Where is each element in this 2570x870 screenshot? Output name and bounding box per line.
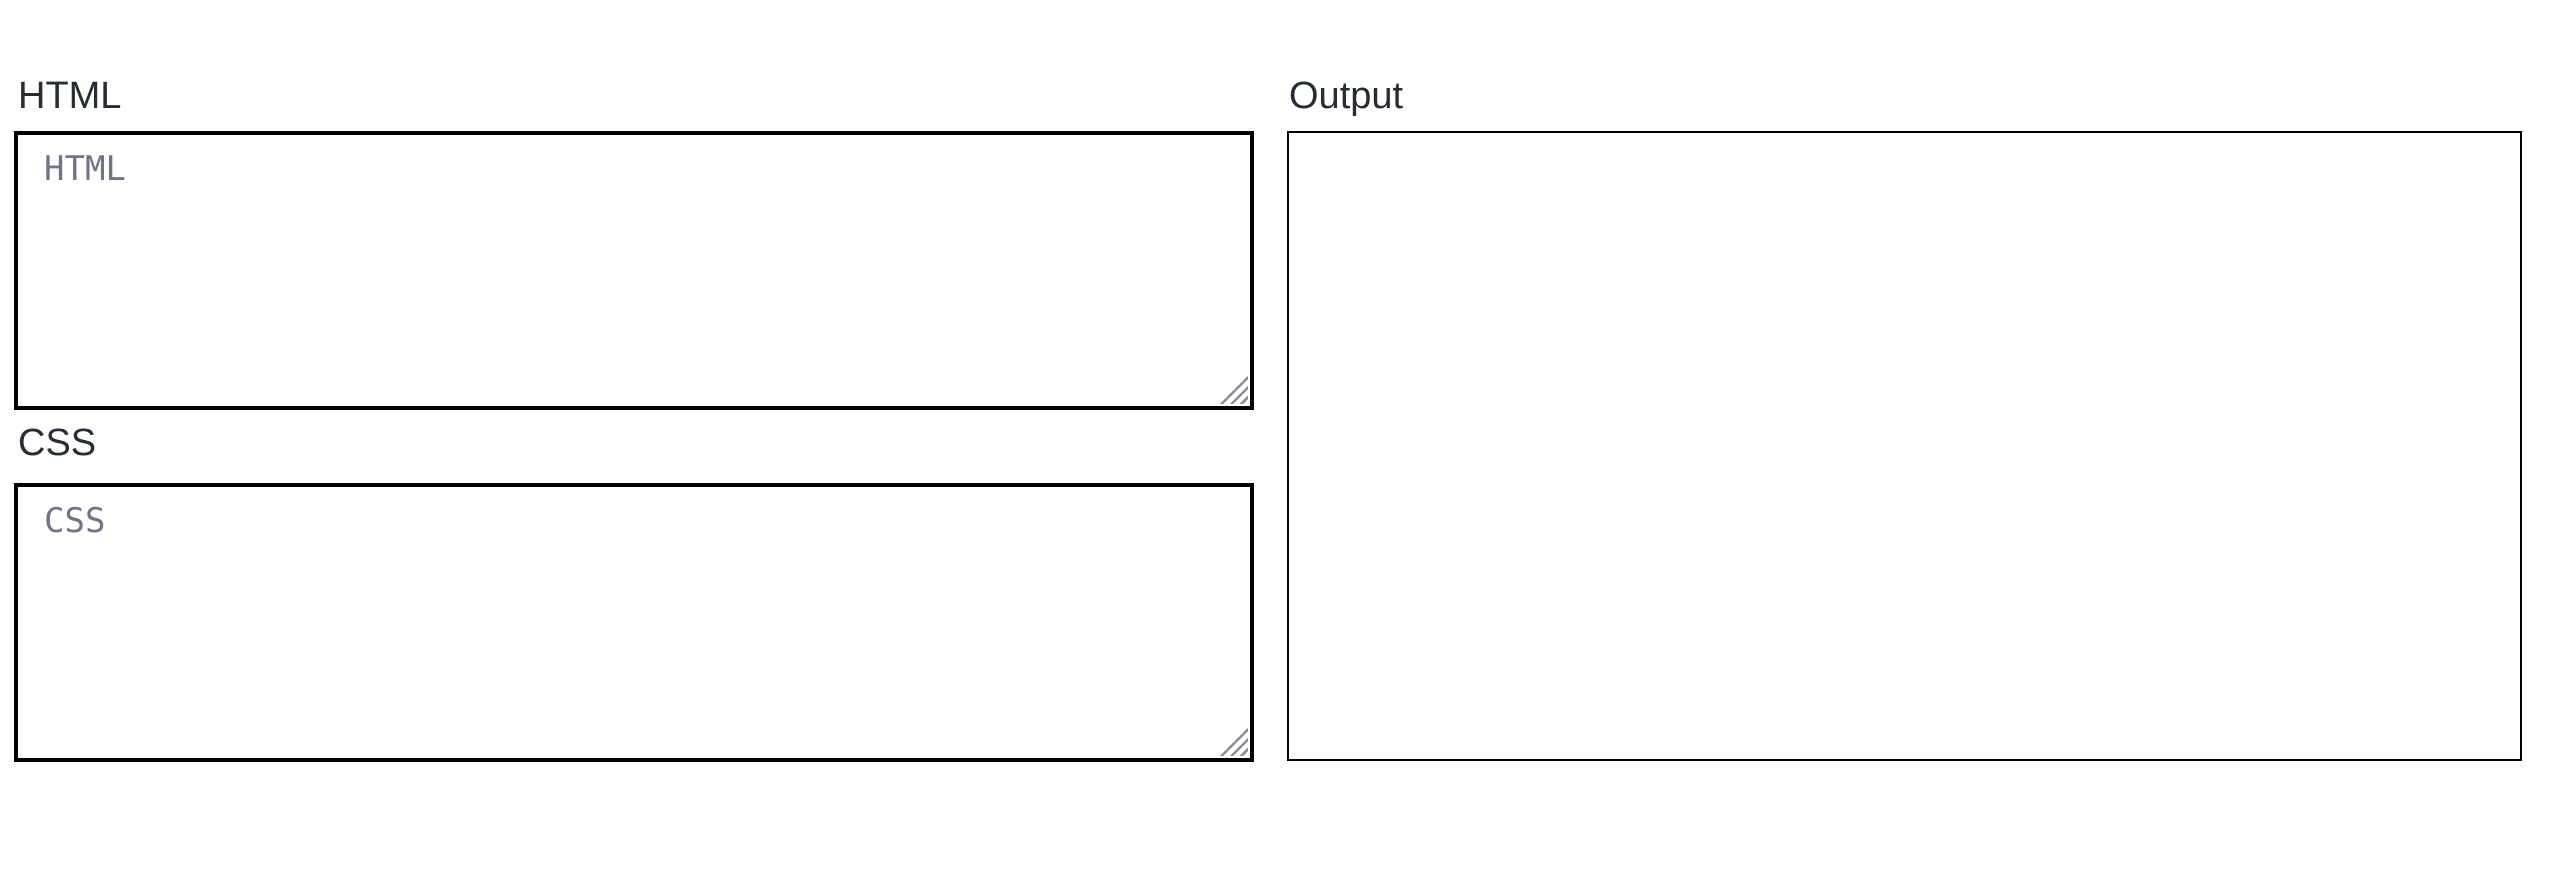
html-editor-container bbox=[14, 131, 1254, 410]
css-section-label: CSS bbox=[18, 422, 97, 464]
html-section-label: HTML bbox=[18, 75, 122, 117]
html-code-input[interactable] bbox=[14, 131, 1254, 410]
css-editor-container bbox=[14, 483, 1254, 762]
css-code-input[interactable] bbox=[14, 483, 1254, 762]
output-frame bbox=[1287, 131, 2522, 761]
output-section-label: Output bbox=[1289, 75, 1404, 117]
